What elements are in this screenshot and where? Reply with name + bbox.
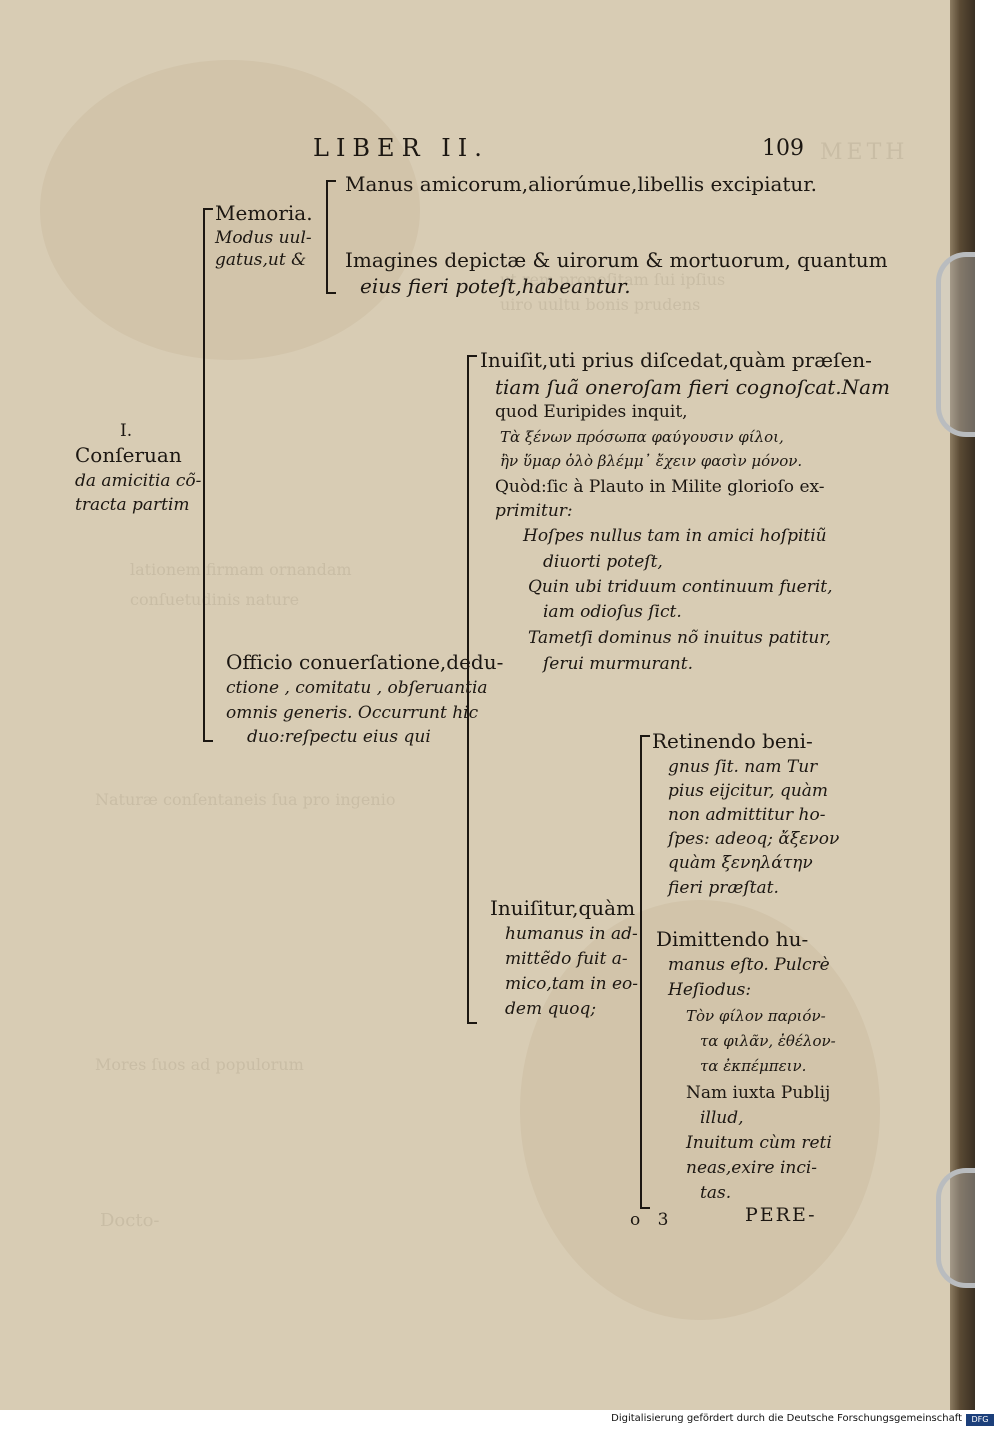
digitization-footer: Digitalisierung gefördert durch die Deut… (0, 1410, 1000, 1431)
hesiod-greek-line: τα ἐκπέμπειν. (700, 1057, 807, 1075)
publius-line: Inuitum cùm reti (686, 1133, 832, 1153)
paper-stain (520, 900, 880, 1320)
folio-number: 109 (762, 136, 804, 161)
conservanda-line: da amicitia cõ- (75, 471, 202, 491)
inuisitur-heading: Inuiſitur,quàm (490, 896, 636, 920)
inuisitur-brace (640, 735, 650, 1209)
memoria-items-brace (326, 180, 336, 294)
officio-brace (467, 355, 477, 1024)
retinendo-line: gnus ſit. nam Tur (668, 757, 818, 777)
retinendo-line: pius eijcitur, quàm (668, 781, 829, 801)
retinendo-line: quàm ξενηλάτην (668, 853, 813, 873)
retinendo-line: ſpes: adeoq; ἄξενον (668, 829, 840, 849)
plautus-verse-line: diuorti poteſt, (543, 552, 663, 572)
plautus-verse-line: ſerui murmurant. (543, 654, 693, 674)
inuisit-line: quod Euripides inquit, (495, 402, 688, 422)
officio-heading: Officio conuerſatione,dedu- (226, 650, 504, 674)
footer-credit: Digitalisierung gefördert durch die Deut… (611, 1413, 962, 1424)
memoria-item-imagines: Imagines depictæ & uirorum & mortuorum, … (345, 248, 888, 272)
page-clip-top (936, 252, 975, 437)
main-brace (203, 208, 213, 742)
retinendo-line: non admittitur ho- (668, 805, 826, 825)
dimittendo-heading: Dimittendo hu- (656, 927, 809, 951)
conservanda-heading: Conſeruan (75, 443, 182, 467)
catchword: PERE- (745, 1204, 817, 1226)
greek-verse-line: Τὰ ξένων πρόσωπα φαύγουσιν φίλοι, (500, 428, 784, 446)
plautus-line: primitur: (495, 501, 573, 521)
retinendo-heading: Retinendo beni- (652, 729, 813, 753)
book-page: METH ut rem propoſitam ſui ipſius uiro u… (0, 0, 975, 1410)
memoria-desc-line: gatus,ut & (215, 250, 307, 270)
publius-line: Nam iuxta Publij (686, 1083, 831, 1103)
memoria-item-imagines-cont: eius fieri poteſt,habeantur. (360, 274, 631, 298)
plautus-verse-line: Hoſpes nullus tam in amici hoſpitiũ (523, 526, 827, 546)
inuisit-line: tiam ſuã oneroſam fieri cognoſcat.Nam (495, 375, 891, 399)
inuisitur-line: humanus in ad- (505, 924, 638, 944)
page-clip-bottom (936, 1168, 975, 1288)
conservanda-line: tracta partim (75, 495, 190, 515)
inuisitur-line: dem quoq; (505, 999, 597, 1019)
dimittendo-line: Heſiodus: (668, 980, 752, 1000)
hesiod-greek-line: τα φιλᾶν, ἐθέλον- (700, 1032, 836, 1050)
running-title: LIBER II. (313, 134, 489, 162)
memoria-head: Memoria. (215, 201, 313, 225)
officio-line: ctione , comitatu , obſeruantia (226, 678, 488, 698)
greek-verse-line: ἢν ὕμαρ ὁλὸ βλέμμ᾽ ἔχειν φασὶν μόνον. (500, 452, 803, 470)
inuisit-heading: Inuiſit,uti prius diſcedat,quàm præſen- (480, 348, 872, 372)
publius-line: illud, (700, 1108, 744, 1128)
section-number: I. (120, 421, 133, 441)
retinendo-line: fieri præſtat. (668, 878, 779, 898)
officio-line: omnis generis. Occurrunt hic (226, 703, 479, 723)
dimittendo-line: manus eſto. Pulcrè (668, 955, 830, 975)
plautus-verse-line: Tametſi dominus nõ inuitus patitur, (528, 628, 831, 648)
publius-line: tas. (700, 1183, 732, 1203)
inuisitur-line: mittẽdo fuit a- (505, 949, 628, 969)
signature-mark: o 3 (630, 1210, 675, 1230)
memoria-desc-line: Modus uul- (215, 228, 312, 248)
memoria-item-manus: Manus amicorum,aliorúmue,libellis excipi… (345, 172, 818, 196)
plautus-line: Quòd:ſic à Plauto in Milite glorioſo ex- (495, 477, 825, 497)
hesiod-greek-line: Τὸν φίλον παριόν- (686, 1007, 826, 1025)
dfg-logo: DFG (966, 1414, 994, 1426)
plautus-verse-line: Quin ubi triduum continuum fuerit, (528, 577, 833, 597)
plautus-verse-line: iam odioſus ſict. (543, 602, 682, 622)
inuisitur-line: mico,tam in eo- (505, 974, 639, 994)
paper-stain (40, 60, 420, 360)
publius-line: neas,exire inci- (686, 1158, 818, 1178)
officio-line: duo:reſpectu eius qui (247, 727, 431, 747)
